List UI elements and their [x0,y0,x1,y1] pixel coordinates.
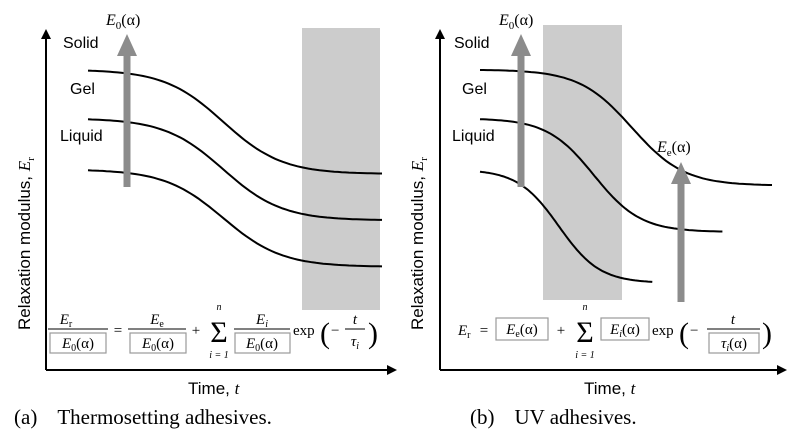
svg-text:=: = [480,323,488,339]
svg-text:−: − [690,323,698,339]
panel-b-eq-box-2 [600,317,650,341]
panel-a-curve-solid [87,69,382,175]
panel-a-eq-box-3 [234,332,291,354]
panel-b-curve-liquid [479,170,653,283]
panel-b-series-label-liquid: Liquid [452,128,495,145]
panel-b-ee-arrow-label: Ee(α) [656,139,691,159]
svg-text:t: t [731,312,736,328]
panel-b-x-axis-label: Time, t [584,379,637,398]
panel-a: Relaxation modulus, Er Time, t Solid Gel… [14,12,397,429]
panel-a-equation: Er E0(α) = Ee E0(α) + n Σ i = 1 Ei E0(α)… [48,302,378,361]
panel-a-eq-box-2 [129,332,187,354]
panel-a-caption: (a)Thermosetting adhesives. [14,405,272,429]
panel-a-e0-arrow-head [117,34,137,56]
svg-text:=: = [114,323,122,339]
svg-text:Ei: Ei [255,312,268,330]
svg-text:(: ( [320,317,330,350]
panel-a-series-label-liquid: Liquid [60,128,103,145]
panel-b-ee-arrow-head [671,162,691,184]
svg-text:n: n [217,302,222,313]
svg-text:E0(α): E0(α) [245,336,278,354]
panel-b-series-label-gel: Gel [462,81,487,98]
panel-b-eq-box-3 [708,332,760,354]
svg-text:n: n [583,302,588,313]
panel-b: Relaxation modulus, Er Time, t Solid Gel… [408,12,787,429]
svg-text:exp: exp [293,323,315,339]
svg-text:Er: Er [59,312,73,330]
panel-a-eq-box-1 [49,332,107,354]
panel-b-eq-box-1 [495,317,549,341]
panel-a-e0-arrow-label: E0(α) [105,12,140,32]
svg-text:Σ: Σ [576,316,593,349]
panel-b-curve-solid [480,69,772,186]
svg-text:Ee: Ee [149,312,164,330]
panel-b-equation: Er = Ee(α) + n Σ i = 1 Ei(α) exp ( − t τ… [457,302,772,361]
svg-text:Σ: Σ [210,316,227,349]
panel-b-y-axis-label: Relaxation modulus, Er [408,157,430,330]
svg-text:exp: exp [652,323,674,339]
svg-text:t: t [353,312,358,328]
svg-text:E0(α): E0(α) [141,336,174,354]
panel-b-series-label-solid: Solid [454,35,490,52]
svg-text:Ee(α): Ee(α) [505,322,537,340]
panel-b-caption: (b)UV adhesives. [470,405,637,429]
svg-text:E0(α): E0(α) [61,336,94,354]
svg-text:−: − [331,323,339,339]
svg-text:Er: Er [457,323,471,341]
svg-text:(: ( [679,317,689,350]
svg-text:i = 1: i = 1 [575,350,595,361]
panel-a-x-axis-label: Time, t [188,379,241,398]
svg-text:τi(α): τi(α) [721,336,747,354]
panel-a-series-label-gel: Gel [70,81,95,98]
svg-text:): ) [762,317,772,350]
panel-b-e0-arrow-head [511,34,531,56]
panel-a-curve-gel [87,118,382,221]
panel-a-y-axis-label: Relaxation modulus, Er [15,157,37,330]
svg-text:+: + [192,323,200,339]
svg-text:+: + [557,323,565,339]
panel-a-series-label-solid: Solid [63,35,99,52]
svg-text:τi: τi [351,334,359,352]
panel-a-curve-liquid [87,169,383,268]
svg-text:Ei(α): Ei(α) [609,322,640,340]
panel-b-e0-arrow-label: E0(α) [498,12,533,32]
svg-text:i = 1: i = 1 [209,350,229,361]
svg-text:): ) [368,317,378,350]
